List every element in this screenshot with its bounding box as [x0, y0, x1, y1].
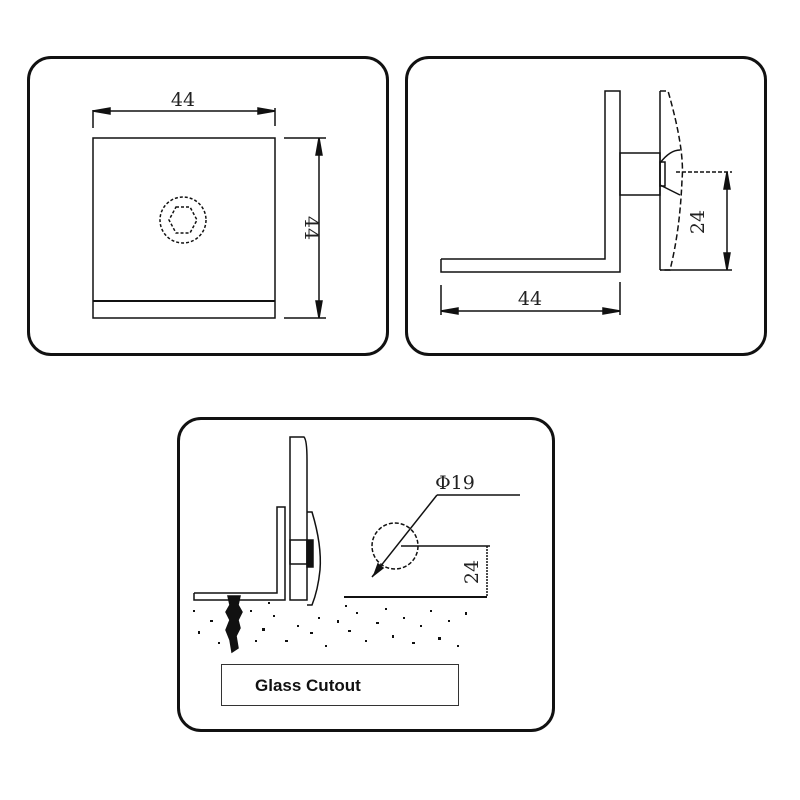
hex-socket-icon	[168, 206, 198, 234]
floor-texture	[193, 602, 467, 647]
side-view-drawing	[440, 90, 732, 315]
side-clamp-dim: 24	[687, 210, 709, 234]
anchor-screw-icon	[225, 595, 243, 654]
installation-view-drawing	[193, 436, 520, 654]
caption-box	[221, 664, 459, 706]
hole-diameter-dim: Φ19	[435, 472, 475, 494]
front-view-drawing	[92, 107, 326, 319]
hole-height-dim: 24	[461, 560, 483, 584]
front-width-dim: 44	[171, 89, 195, 111]
side-base-dim: 44	[518, 288, 542, 310]
caption-label: Glass Cutout	[255, 676, 361, 695]
side-view-panel	[405, 56, 767, 356]
front-height-dim: 44	[300, 216, 322, 240]
bolt-head-icon	[159, 196, 207, 244]
front-view-panel	[27, 56, 389, 356]
